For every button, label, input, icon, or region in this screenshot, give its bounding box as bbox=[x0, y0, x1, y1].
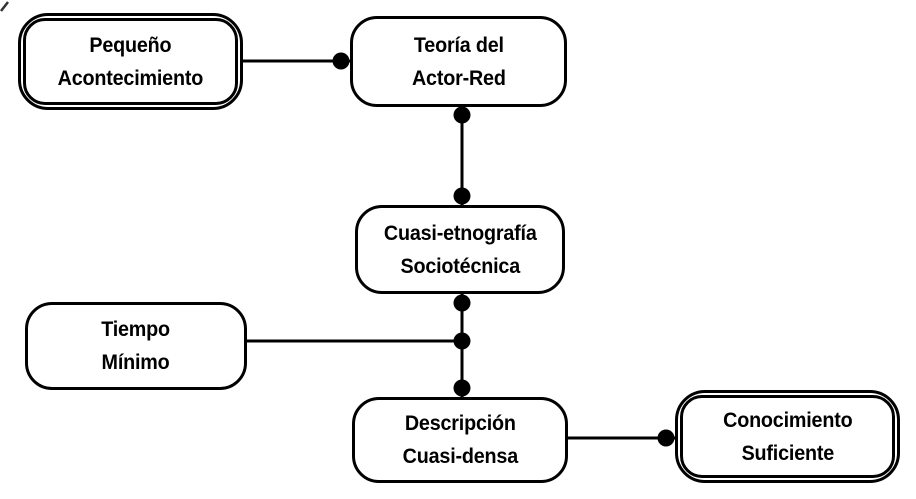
node-label-line2: Actor-Red bbox=[411, 66, 506, 90]
node-label: Cuasi-etnografía Sociotécnica bbox=[384, 217, 537, 283]
node-label: Descripción Cuasi-densa bbox=[402, 407, 518, 473]
node-tiempo-minimo: Tiempo Mínimo bbox=[25, 302, 247, 390]
dot-descripcion-top-icon bbox=[453, 379, 471, 397]
dot-teoria-left-icon bbox=[332, 52, 350, 70]
dot-teoria-bottom-icon bbox=[453, 106, 471, 124]
node-teoria-del-actor-red: Teoría del Actor-Red bbox=[350, 16, 567, 107]
node-label-line1: Conocimiento bbox=[722, 408, 853, 432]
corner-crop-artifact bbox=[0, 1, 9, 12]
node-label-line1: Descripción bbox=[404, 412, 516, 435]
node-label-line2: Suficiente bbox=[741, 441, 834, 465]
node-label-line1: Pequeño bbox=[89, 33, 172, 57]
node-label-line1: Cuasi-etnografía bbox=[383, 221, 537, 245]
node-conocimiento-suficiente: Conocimiento Suficiente bbox=[675, 390, 900, 483]
node-label: Tiempo Mínimo bbox=[102, 313, 171, 379]
node-label-line2: Cuasi-densa bbox=[402, 445, 518, 468]
node-label-line1: Teoría del bbox=[413, 33, 504, 57]
dot-tiempo-junction-icon bbox=[453, 332, 471, 350]
node-label: Teoría del Actor-Red bbox=[412, 29, 506, 95]
node-label-line2: Mínimo bbox=[102, 351, 170, 374]
dot-cuasi-bottom-icon bbox=[453, 294, 471, 312]
node-pequeno-acontecimiento: Pequeño Acontecimiento bbox=[18, 13, 243, 110]
node-label: Conocimiento Suficiente bbox=[722, 404, 853, 470]
node-cuasi-etnografia-sociotecnica: Cuasi-etnografía Sociotécnica bbox=[355, 205, 565, 294]
dot-conocimiento-left-icon bbox=[657, 429, 675, 447]
node-label-line2: Sociotécnica bbox=[400, 254, 520, 278]
node-descripcion-cuasi-densa: Descripción Cuasi-densa bbox=[352, 397, 568, 483]
node-label: Pequeño Acontecimiento bbox=[57, 29, 204, 95]
dot-cuasi-top-icon bbox=[453, 187, 471, 205]
node-label-line2: Acontecimiento bbox=[57, 66, 204, 90]
node-label-line1: Tiempo bbox=[101, 318, 171, 341]
